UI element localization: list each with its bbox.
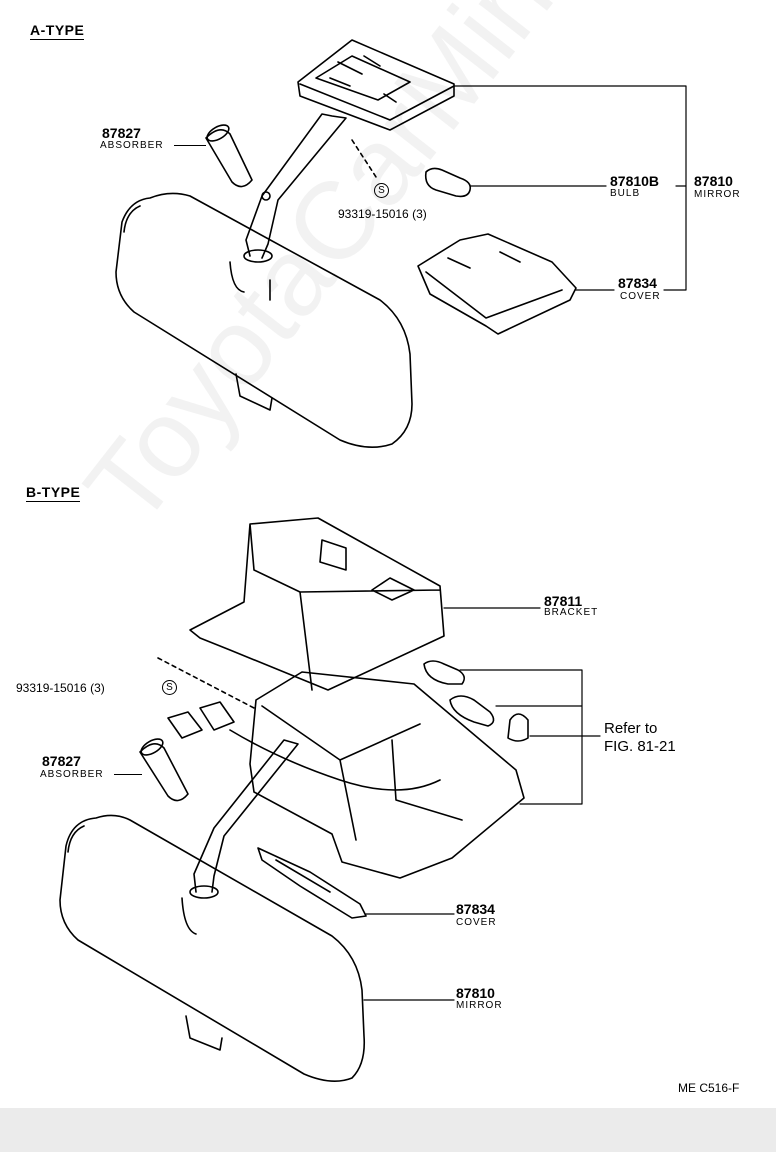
a-screw-symbol: S [374, 183, 389, 198]
b-bracket-name: BRACKET [544, 607, 599, 618]
b-type-title: B-TYPE [26, 484, 81, 502]
a-absorber-number: 87827 [102, 125, 141, 141]
b-refer-bracket [459, 669, 601, 805]
b-absorber-number: 87827 [42, 753, 81, 769]
b-screw-code: 93319-15016 (3) [16, 681, 105, 695]
b-bracket-number: 87811 [544, 593, 583, 609]
b-connector [167, 701, 441, 791]
a-mirror-body [115, 192, 413, 448]
a-absorber-name: ABSORBER [100, 140, 164, 151]
b-refer-line1: Refer to [604, 720, 658, 737]
b-mirror-name: MIRROR [456, 1000, 503, 1011]
b-lamp-housing [249, 671, 525, 879]
b-absorber [139, 743, 189, 802]
a-bulb [424, 167, 472, 198]
a-bulb-name: BULB [610, 188, 641, 199]
b-screw-leader [157, 657, 255, 709]
b-refer-line2: FIG. 81-21 [604, 738, 676, 755]
b-cover-number: 87834 [456, 901, 495, 917]
b-cover-name: COVER [456, 917, 497, 928]
b-absorber-name: ABSORBER [40, 769, 104, 780]
b-absorber-leader [114, 774, 142, 775]
b-mirror-stem [193, 739, 299, 893]
b-bulb-1 [423, 660, 466, 685]
a-cover [417, 233, 577, 335]
b-bulb-3 [507, 713, 529, 742]
b-type-mirror-assembly [59, 517, 601, 1082]
a-mirror-stem [245, 113, 347, 259]
a-screw-symbol-letter: S [378, 185, 385, 196]
a-type-mirror-assembly [115, 39, 687, 448]
a-screw-code: 93319-15016 (3) [338, 207, 427, 221]
a-cover-name: COVER [620, 291, 661, 302]
b-screw-symbol: S [162, 680, 177, 695]
a-absorber [205, 129, 253, 188]
figure-code: ME C516-F [678, 1081, 740, 1095]
a-mirror-number: 87810 [694, 173, 733, 189]
b-bulb-2 [449, 695, 495, 727]
a-mirror-name: MIRROR [694, 189, 741, 200]
footer-band [0, 1108, 776, 1152]
b-mirror-body [59, 814, 366, 1082]
a-absorber-leader [174, 145, 206, 146]
a-mirror-bracket-line [453, 85, 687, 291]
a-upper-base [297, 39, 455, 131]
b-bracket [189, 517, 445, 691]
b-screw-symbol-letter: S [166, 682, 173, 693]
a-type-title: A-TYPE [30, 22, 85, 40]
b-cover [257, 847, 367, 919]
a-screw-leader [351, 139, 379, 181]
a-cover-number: 87834 [618, 275, 657, 291]
b-mirror-number: 87810 [456, 985, 495, 1001]
a-bulb-number: 87810B [610, 173, 660, 189]
